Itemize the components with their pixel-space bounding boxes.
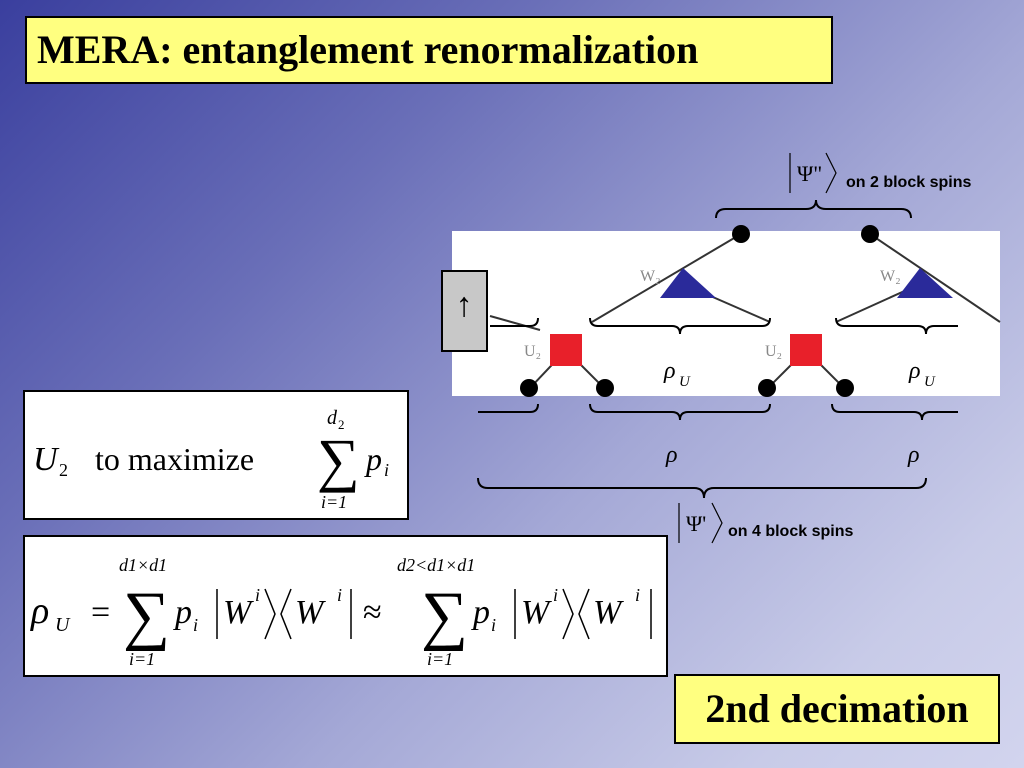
decimation-label: 2nd decimation	[674, 674, 1000, 744]
eq2-rho-sub: U	[55, 614, 71, 636]
eq1-p: p	[364, 441, 382, 477]
eq2-approx: ≈	[363, 594, 382, 631]
eq2-bra-angle-1	[280, 588, 292, 640]
eq1-p-sub: i	[384, 460, 389, 480]
brace-rho-u-right	[835, 317, 958, 335]
eq1-sum-upper-sub: 2	[338, 417, 345, 432]
eq2-sigma-2: ∑	[421, 579, 468, 652]
eq2-ket-angle-1	[264, 588, 276, 640]
eq2-sum1-lower: i=1	[129, 649, 155, 669]
brace-rho-partial	[478, 403, 539, 413]
node-bottom-4	[836, 379, 854, 397]
eq1-sum-upper: d	[327, 407, 338, 429]
edge-top-right	[869, 233, 1001, 323]
rho-u-label-right: ρ	[908, 358, 921, 384]
diagram-panel	[452, 231, 1000, 396]
node-bottom-1	[520, 379, 538, 397]
eq2-w-4-sup: i	[635, 585, 640, 605]
eq2-sum1-upper: d1×d1	[119, 555, 167, 575]
eq1-text: to maximize	[95, 441, 254, 477]
eq2-w-3-sup: i	[553, 585, 558, 605]
psi-bottom-caption: on 4 block spins	[728, 523, 853, 540]
eq2-p-2-sub: i	[491, 615, 496, 635]
u-label-left: U₂	[524, 343, 541, 360]
eq1-u-symbol: U	[33, 441, 60, 478]
eq2-w-2: W	[295, 594, 326, 631]
edge-left-stub	[489, 315, 541, 331]
bottom-brace	[477, 477, 927, 499]
w-triangle-right	[897, 268, 953, 298]
edge-top-left	[591, 233, 742, 323]
equation-density-matrix: ρ U = d1×d1 ∑ i=1 p i W i W i ≈ d2<d1×d1…	[23, 535, 668, 677]
rho-label-left: ρ	[665, 442, 678, 468]
brace-rho-u-partial	[490, 317, 539, 327]
brace-rho-left	[589, 403, 771, 421]
eq2-w-4: W	[593, 594, 624, 631]
node-top-left	[732, 225, 750, 243]
eq2-w-1-sup: i	[255, 585, 260, 605]
equation-maximize: U 2 to maximize d 2 ∑ i=1 p i	[23, 390, 409, 520]
arrow-box	[441, 270, 488, 352]
eq2-rho: ρ	[30, 590, 49, 632]
eq2-w-2-sup: i	[337, 585, 342, 605]
up-arrow-icon: ↑	[456, 287, 473, 324]
brace-rho-u-left	[589, 317, 771, 335]
slide-title: MERA: entanglement renormalization	[25, 16, 833, 84]
node-top-right	[861, 225, 879, 243]
w-triangle-left	[660, 268, 716, 298]
psi-double-prime-ket: Ψ"	[789, 152, 837, 194]
w-label-left: W₂	[640, 268, 661, 285]
eq2-sum2-lower: i=1	[427, 649, 453, 669]
eq2-w-3: W	[521, 594, 552, 631]
u-square-right	[790, 334, 822, 366]
psi-prime-ket: Ψ'	[678, 502, 723, 544]
node-bottom-3	[758, 379, 776, 397]
node-bottom-2	[596, 379, 614, 397]
psi-top-caption: on 2 block spins	[846, 174, 971, 191]
eq2-bra-angle-2	[578, 588, 590, 640]
brace-rho-right	[831, 403, 958, 421]
svg-text:Ψ": Ψ"	[797, 161, 822, 186]
eq2-p-2: p	[471, 594, 490, 631]
eq2-sigma-1: ∑	[123, 579, 170, 652]
top-brace	[715, 199, 912, 219]
rho-label-right: ρ	[907, 442, 920, 468]
eq2-p-1-sub: i	[193, 615, 198, 635]
eq2-ket-angle-2	[562, 588, 574, 640]
eq1-sigma: ∑	[317, 427, 360, 493]
rho-u-label-right-sub: U	[924, 374, 936, 390]
rho-u-label-left: ρ	[663, 358, 676, 384]
u-label-right: U₂	[765, 343, 782, 360]
eq2-equals: =	[91, 594, 110, 631]
u-square-left	[550, 334, 582, 366]
svg-text:Ψ': Ψ'	[686, 511, 706, 536]
eq2-w-1: W	[223, 594, 254, 631]
eq2-p-1: p	[173, 594, 192, 631]
eq2-sum2-upper: d2<d1×d1	[397, 555, 475, 575]
w-label-right: W₂	[880, 268, 901, 285]
eq1-u-subscript: 2	[59, 460, 68, 480]
rho-u-label-left-sub: U	[679, 374, 691, 390]
eq1-sum-lower: i=1	[321, 492, 347, 512]
